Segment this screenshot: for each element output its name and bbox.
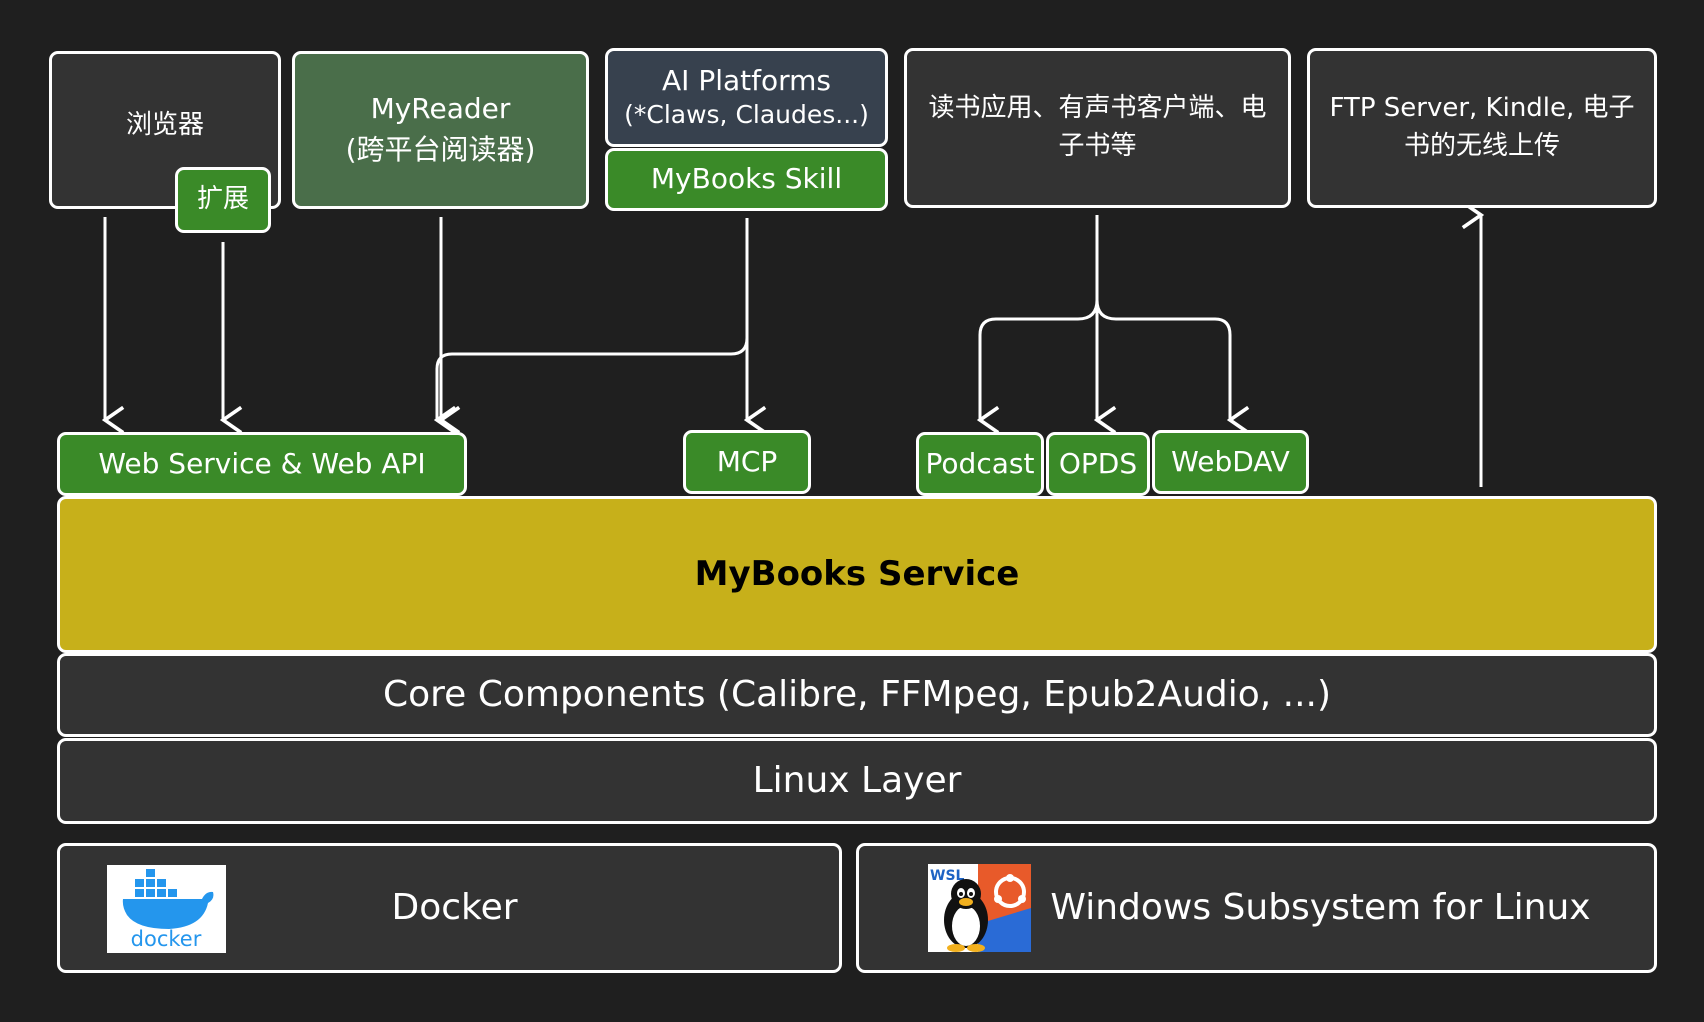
line-readers-to-webdav [1095,299,1230,420]
mybooks-skill-label: MyBooks Skill [650,162,843,196]
reading-apps-box: 读书应用、有声书客户端、电 子书等 [904,48,1291,208]
core-components-label: Core Components (Calibre, FFMpeg, Epub2A… [382,673,1332,715]
mcp-label: MCP [716,444,778,478]
line-skill-to-web [437,337,749,420]
mcp-box: MCP [683,430,811,494]
ai-platforms-subtitle: (*Claws, Claudes...) [624,100,869,130]
web-service-box: Web Service & Web API [57,432,467,496]
reading-apps-line2: 子书等 [1058,131,1137,161]
ai-platforms-title: AI Platforms [662,64,831,98]
browser-label: 浏览器 [125,110,204,141]
mybooks-skill-box: MyBooks Skill [605,148,888,211]
ftp-kindle-line2: 书的无线上传 [1403,131,1560,161]
core-components-box: Core Components (Calibre, FFMpeg, Epub2A… [57,653,1657,737]
docker-label: Docker [391,886,518,928]
extension-box: 扩展 [175,167,271,233]
wsl-logo-text: WSL [930,868,965,884]
webdav-box: WebDAV [1152,430,1309,494]
mybooks-service-box: MyBooks Service [57,496,1657,653]
wsl-tux-icon: WSL [928,864,1031,952]
docker-logo-text: docker [131,927,202,951]
myreader-box: MyReader (跨平台阅读器) [292,51,589,209]
ai-platforms-box: AI Platforms (*Claws, Claudes...) [605,48,888,147]
podcast-label: Podcast [925,446,1035,480]
opds-box: OPDS [1046,432,1150,496]
opds-label: OPDS [1058,446,1138,480]
docker-logo-icon: docker [107,865,226,953]
web-service-label: Web Service & Web API [98,446,426,480]
podcast-box: Podcast [916,432,1044,496]
mybooks-service-label: MyBooks Service [694,553,1020,594]
linux-layer-label: Linux Layer [752,759,962,801]
webdav-label: WebDAV [1171,444,1290,478]
wsl-label: Windows Subsystem for Linux [1050,886,1591,928]
extension-label: 扩展 [196,184,249,215]
myreader-subtitle: (跨平台阅读器) [345,133,536,166]
myreader-title: MyReader [370,92,511,126]
linux-layer-box: Linux Layer [57,738,1657,824]
ftp-kindle-box: FTP Server, Kindle, 电子 书的无线上传 [1307,48,1657,208]
ftp-kindle-line1: FTP Server, Kindle, 电子 [1329,93,1635,124]
line-readers-to-podcast [980,299,1099,420]
reading-apps-line1: 读书应用、有声书客户端、电 [928,93,1267,124]
